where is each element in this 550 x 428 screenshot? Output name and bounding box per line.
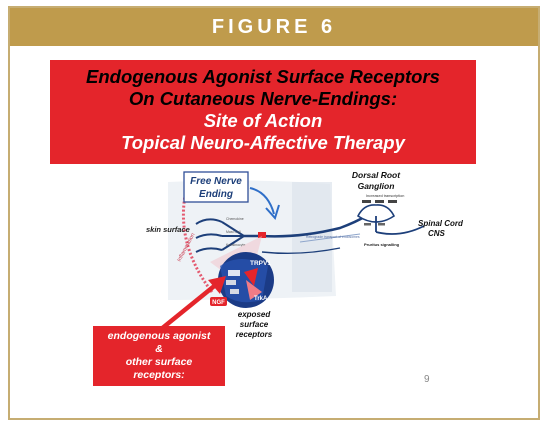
title-banner: Endogenous Agonist Surface Receptors On …: [50, 60, 476, 164]
callout-line-2: &: [155, 343, 163, 355]
callout-line-1: endogenous agonist: [107, 330, 211, 342]
callout-line-4: receptors:: [133, 369, 185, 381]
title-line-2: On Cutaneous Nerve-Endings:: [128, 88, 398, 109]
figure-label: FIGURE 6: [211, 15, 337, 38]
figure-header: FIGURE 6: [10, 8, 538, 46]
agonist-callout: endogenous agonist & other surface recep…: [93, 326, 225, 386]
page-number: 9: [424, 374, 430, 385]
callout-line-3: other surface: [125, 356, 193, 368]
title-line-3: Site of Action: [203, 110, 323, 131]
title-line-1: Endogenous Agonist Surface Receptors: [86, 66, 440, 87]
title-line-4: Topical Neuro-Affective Therapy: [121, 132, 405, 153]
